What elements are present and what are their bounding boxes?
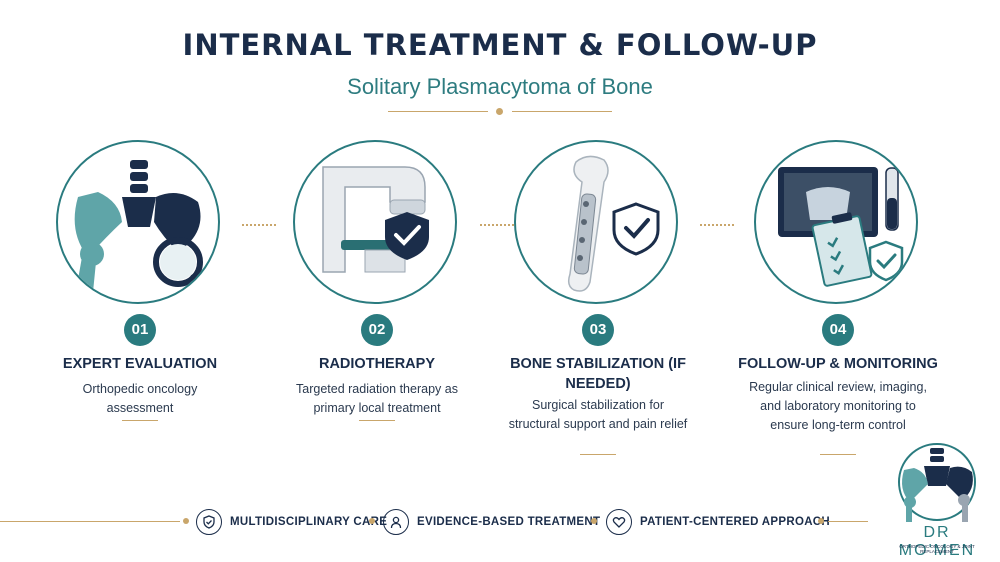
step-description: Regular clinical review, imaging, and la… (749, 380, 927, 432)
step-description: Surgical stabilization for structural su… (508, 398, 688, 431)
footer-item-label: MULTIDISCIPLINARY CARE (230, 516, 388, 528)
step-number: 04 (822, 314, 854, 346)
step-number: 01 (124, 314, 156, 346)
footer-dot (591, 518, 597, 524)
step-title: EXPERT EVALUATION (62, 356, 218, 372)
footer-line (828, 521, 868, 522)
footer-dot (369, 518, 375, 524)
femur-plate-icon (514, 140, 678, 304)
step-description: Targeted radiation therapy as primary lo… (296, 382, 458, 415)
subtitle-divider (388, 106, 612, 116)
step-number: 03 (582, 314, 614, 346)
radiotherapy-machine-icon (293, 140, 457, 304)
page-subtitle: Solitary Plasmacytoma of Bone (347, 74, 653, 99)
monitor-clipboard-icon (754, 140, 918, 304)
footer-values: MULTIDISCIPLINARY CARE EVIDENCE-BASED TR… (0, 508, 1000, 538)
pelvis-logo-icon (898, 443, 976, 522)
footer-dot (818, 518, 824, 524)
pelvis-magnifier-icon (56, 140, 220, 304)
shield-check-icon (196, 509, 222, 535)
logo-tagline: ORTHOPEDIC ONCOLOGY & JOINT REPLACEMENT (899, 544, 975, 554)
step-connector (700, 224, 734, 226)
footer-dot (183, 518, 189, 524)
step-connector (242, 224, 276, 226)
logo-name: DR MO'MEN (898, 524, 976, 559)
step-title: FOLLOW-UP & MONITORING (738, 356, 938, 372)
step-connector (480, 224, 514, 226)
brand-logo: DR MO'MEN ORTHOPEDIC ONCOLOGY & JOINT RE… (884, 440, 990, 559)
step-title: RADIOTHERAPY (318, 356, 435, 372)
step-divider (820, 454, 856, 455)
step-divider (580, 454, 616, 455)
step-title: BONE STABILIZATION (IF NEEDED) (510, 356, 686, 392)
page-title: INTERNAL TREATMENT & FOLLOW-UP (182, 28, 818, 62)
heart-icon (606, 509, 632, 535)
step-description: Orthopedic oncology assessment (82, 382, 198, 415)
step-number: 02 (361, 314, 393, 346)
footer-item-evidence: EVIDENCE-BASED TREATMENT (383, 509, 600, 535)
step-divider (359, 420, 395, 421)
footer-item-label: PATIENT-CENTERED APPROACH (640, 516, 831, 528)
footer-line (0, 521, 180, 522)
step-divider (122, 420, 158, 421)
footer-item-multidisciplinary: MULTIDISCIPLINARY CARE (196, 509, 387, 535)
footer-item-patient: PATIENT-CENTERED APPROACH (606, 509, 830, 535)
person-icon (383, 509, 409, 535)
footer-item-label: EVIDENCE-BASED TREATMENT (417, 516, 601, 528)
